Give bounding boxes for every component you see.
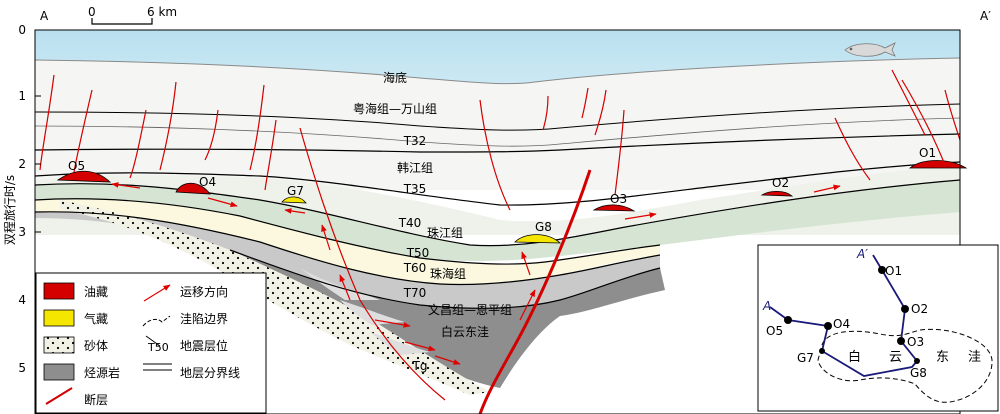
legend-sag-boundary-swatch [142, 315, 171, 327]
horizon-lines [34, 57, 961, 309]
legend-fault-label: 断层 [84, 392, 108, 407]
reservoirs [56, 160, 968, 244]
label-T35: T35 [403, 182, 427, 196]
label-yuehai-wanshan: 粤海组—万山组 [353, 101, 437, 116]
label-wenchang-enping: 文昌组—恩平组 [428, 302, 512, 317]
inset-O4: O4 [833, 317, 850, 331]
inset-O5: O5 [766, 324, 783, 338]
inset-O1: O1 [885, 264, 902, 278]
label-zhujiang: 珠江组 [427, 226, 463, 240]
label-seabed: 海底 [383, 70, 407, 85]
gas-reservoir-G8 [514, 234, 562, 244]
y-tick-5: 5 [18, 361, 26, 375]
legend-sag-boundary-label: 洼陷边界 [180, 311, 228, 326]
inset-sag-outline [817, 328, 993, 403]
y-tick-1: 1 [18, 89, 26, 103]
label-G7: G7 [287, 184, 304, 198]
label-O2: O2 [772, 176, 789, 190]
section-layers [35, 30, 960, 395]
inset-map [757, 244, 999, 412]
y-axis-label: 双程旅行时/s [2, 175, 17, 245]
oil-reservoir-O4 [175, 182, 211, 195]
legend-gas-label: 气藏 [84, 311, 108, 326]
main-fault [478, 169, 592, 414]
label-O4: O4 [199, 175, 216, 189]
inset-G7: G7 [797, 351, 814, 365]
legend-text: 油藏 气藏 砂体 烃源岩 断层 运移方向 洼陷边界 T50 地震层位 地层分界线 [84, 284, 240, 407]
label-hanjiang: 韩江组 [397, 160, 433, 175]
legend-migration-label: 运移方向 [180, 284, 228, 299]
axis-labels: 0 1 2 3 4 5 双程旅行时/s [2, 23, 26, 375]
y-tick-2: 2 [18, 157, 26, 171]
migration-arrows [111, 182, 841, 365]
legend-oil-swatch [43, 282, 75, 300]
inset-labels: A′ O1 O2 O3 O4 O5 A G7 G8 白 云 东 洼 [762, 247, 981, 380]
inset-dong: 东 [936, 350, 949, 365]
legend-seismic-label: 地震层位 [180, 338, 228, 353]
scale-labels: 0 6 km [88, 5, 177, 19]
inset-Aprime: A′ [856, 247, 868, 261]
reservoir-labels: O5 O4 G7 G8 O3 O2 O1 [68, 146, 936, 234]
legend-oil-label: 油藏 [84, 285, 108, 299]
inset-well-points [784, 266, 920, 364]
formation-labels: 海底 粤海组—万山组 T32 韩江组 T35 T40 珠江组 T50 T60 珠… [353, 70, 512, 373]
legend-strata-boundary-label: 地层分界线 [180, 366, 240, 380]
fish-icon [844, 42, 896, 57]
inset-bai: 白 [848, 349, 861, 365]
label-O3: O3 [610, 192, 627, 206]
label-T40: T40 [398, 216, 422, 230]
label-T32: T32 [403, 134, 427, 148]
legend-source-label: 烃源岩 [84, 365, 120, 380]
legend-migration-swatch [143, 284, 171, 302]
scale-zero: 0 [88, 5, 96, 19]
inset-G8: G8 [910, 366, 927, 380]
y-tick-3: 3 [18, 225, 26, 239]
inset-O2: O2 [911, 302, 928, 316]
legend-seismic-swatch [145, 335, 161, 347]
inset-A: A [762, 299, 771, 313]
gas-reservoir-G7 [281, 196, 307, 204]
inset-O3: O3 [907, 335, 924, 349]
label-T60: T60 [403, 261, 427, 275]
legend-sand-label: 砂体 [84, 339, 108, 353]
section-frame [34, 29, 961, 414]
legend-fault-swatch [45, 387, 73, 405]
oil-reservoir-O3 [592, 204, 636, 212]
scale-bar [91, 18, 153, 25]
legend-source-swatch [43, 363, 75, 381]
endpoint-labels: A A′ [40, 9, 991, 23]
legend-T50-label: T50 [147, 341, 169, 354]
label-baiyun-sag: 白云东洼 [441, 324, 489, 339]
profile-start-label: A [40, 9, 49, 23]
inset-wa: 洼 [968, 350, 981, 365]
faults [39, 69, 961, 401]
label-O1: O1 [919, 146, 936, 160]
oil-reservoir-O2 [760, 190, 794, 197]
inset-profile-line [769, 254, 919, 377]
oil-reservoir-O1 [908, 160, 968, 169]
oil-reservoir-O5 [56, 170, 112, 183]
y-tick-4: 4 [18, 293, 26, 307]
legend-gas-swatch [43, 309, 75, 327]
legend-strata-boundary-swatch [143, 363, 172, 371]
label-T70: T70 [403, 286, 427, 300]
label-O5: O5 [68, 159, 85, 173]
profile-end-label: A′ [980, 9, 991, 23]
label-T50: T50 [406, 246, 430, 260]
inset-yun: 云 [889, 350, 902, 365]
legend [35, 272, 267, 414]
legend-sand-swatch [43, 336, 75, 354]
label-zhuhai: 珠海组 [430, 266, 466, 281]
scale-distance: 6 km [147, 5, 177, 19]
label-Tg: Tg [412, 359, 428, 373]
y-tick-0: 0 [18, 23, 26, 37]
label-G8: G8 [535, 220, 552, 234]
